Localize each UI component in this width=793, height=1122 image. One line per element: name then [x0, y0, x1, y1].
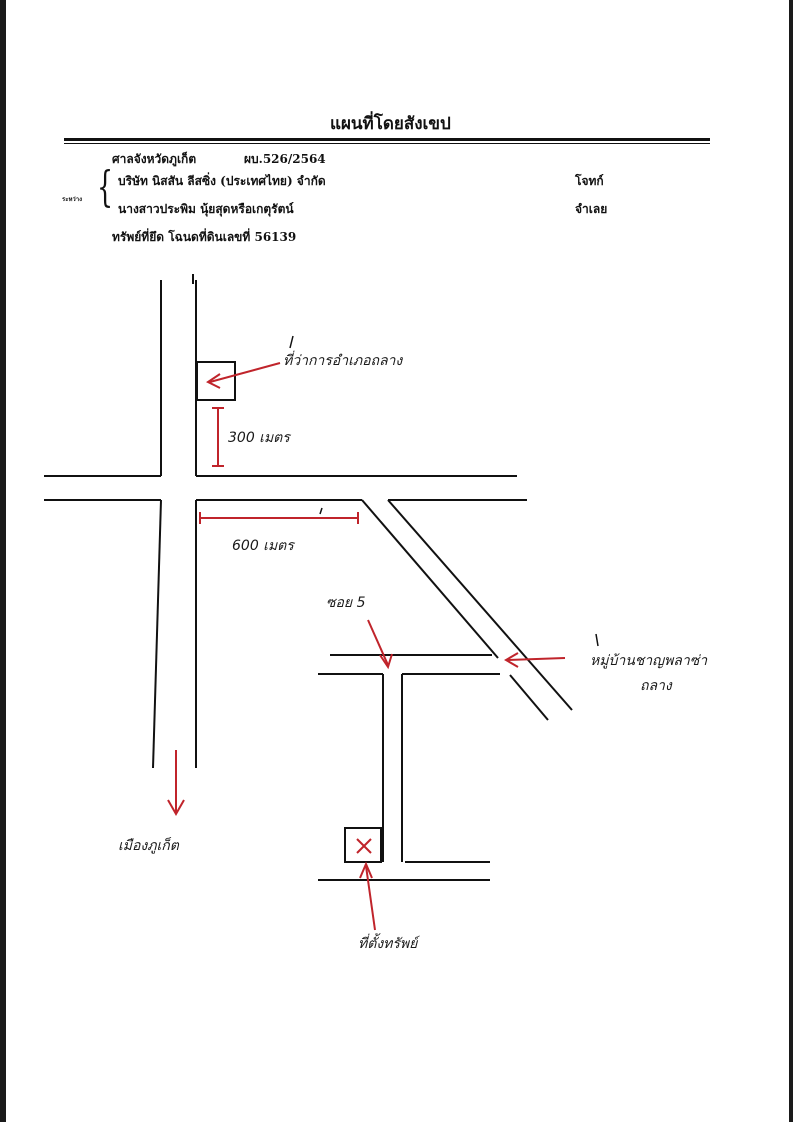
case-number: ผบ.526/2564: [244, 152, 326, 166]
office-arrow-head: [206, 373, 221, 389]
label-village: หมู่บ้านชาญพลาซ่า: [590, 653, 708, 669]
village-arrow-line: [507, 657, 566, 661]
plaintiff-name: บริษัท นิสสัน ลีสซิ่ง (ประเทศไทย) จำกัด: [118, 174, 326, 188]
diagonal-road-right: [387, 499, 573, 711]
red-annotations: [167, 362, 566, 931]
brace-glyph: {: [97, 162, 114, 211]
target-property-box: [344, 827, 382, 863]
office-arrow-line: [209, 362, 281, 383]
label-district-office: ที่ว่าการอำเภอถลาง: [283, 350, 403, 369]
diagonal-road-left-lower: [509, 674, 549, 721]
label-soi: ซอย 5: [326, 595, 366, 611]
target-x-mark-b: [356, 838, 372, 854]
target-arrow-line: [365, 865, 376, 931]
district-office-box: [196, 361, 236, 401]
page-title: แผนที่โดยสังเขป: [330, 114, 451, 134]
label-vertical-distance: 300 เมตร: [228, 430, 291, 446]
road-lines: [44, 274, 573, 881]
label-direction-city: เมืองภูเก็ต: [118, 837, 180, 854]
soi-arrow-head: [379, 653, 393, 670]
village-arrow-head: [504, 652, 519, 668]
title-rule-thick: [64, 138, 710, 141]
main-road-left-lower: [152, 499, 162, 769]
scan-edge-right: [789, 0, 793, 1122]
court-name: ศาลจังหวัดภูเก็ต: [112, 152, 197, 166]
defendant-role: จำเลย: [575, 202, 608, 216]
tick-distance: [319, 507, 323, 515]
scan-edge-left: [0, 0, 6, 1122]
down-arrow-head: [167, 799, 185, 817]
tick-marks: [289, 335, 599, 647]
label-target-property: ที่ตั้งทรัพย์: [358, 933, 420, 952]
soi-arrow-line: [367, 619, 389, 666]
between-label: ระหว่าง: [62, 196, 83, 203]
label-village-line2: ถลาง: [640, 678, 673, 694]
plaintiff-role: โจทก์: [575, 174, 604, 188]
tick-office: [289, 335, 294, 349]
diagonal-road-left-upper: [361, 499, 499, 659]
label-horizontal-distance: 600 เมตร: [232, 538, 295, 554]
defendant-name: นางสาวประพิม นุ้ยสุดหรือเกตุรัตน์: [118, 202, 294, 216]
target-arrow-head: [359, 861, 373, 879]
property-line: ทรัพย์ที่ยึด โฉนดที่ดินเลขที่ 56139: [112, 230, 297, 244]
title-rule-thin: [64, 143, 710, 144]
tick-village: [595, 633, 599, 647]
